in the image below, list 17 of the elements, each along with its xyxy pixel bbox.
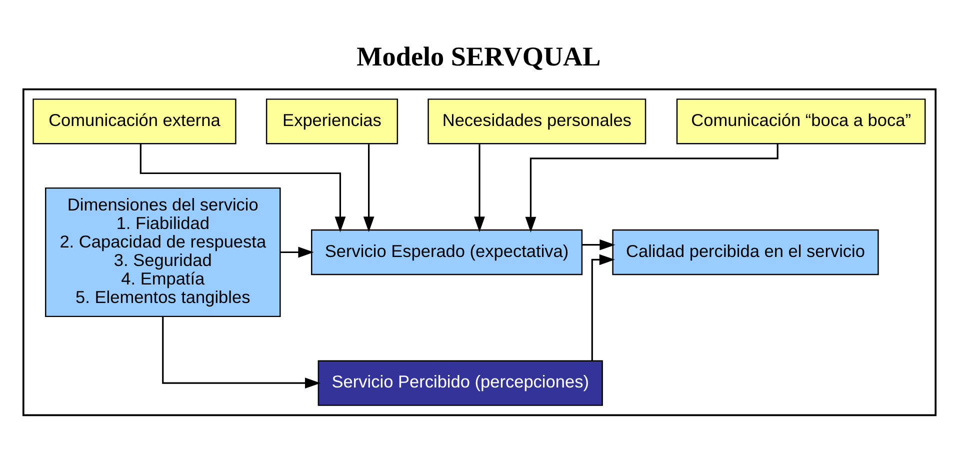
node-box: Comunicación “boca a boca” [676, 98, 926, 144]
arrow [363, 144, 374, 232]
node-box: Calidad percibida en el servicio [612, 228, 879, 275]
arrow [280, 246, 314, 258]
arrow [140, 143, 346, 232]
node-box: Servicio Esperado (expectativa) [311, 228, 583, 275]
arrow [474, 144, 485, 232]
arrow [582, 238, 616, 250]
node-box: Servicio Percibido (percepciones) [318, 360, 603, 406]
node-box: Experiencias [266, 98, 398, 144]
node-box: Necesidades personales [428, 98, 646, 144]
node-box: Dimensiones del servicio 1. Fiabilidad 2. Capacidad de respuesta 3. Seguridad 4. Empatía 5. Elementos tangibles [45, 186, 281, 317]
cluster [22, 88, 937, 416]
diagram-title: Modelo SERVQUAL [356, 40, 601, 71]
arrow [591, 254, 615, 360]
arrow [162, 316, 321, 388]
node-box: Comunicación externa [32, 98, 236, 144]
